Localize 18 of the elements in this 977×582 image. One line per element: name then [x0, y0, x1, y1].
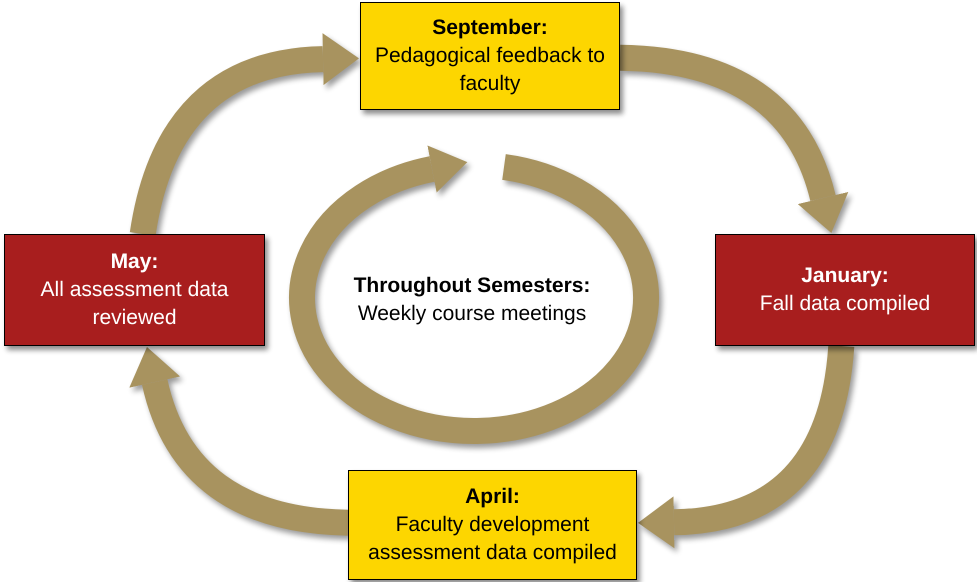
stage-description: Weekly course meetings [356, 301, 588, 327]
stage-heading: January: [800, 263, 890, 289]
curved-arrow [130, 347, 349, 536]
curved-arrow [638, 344, 854, 548]
stage-description: All assessment data reviewed [40, 277, 230, 331]
stage-box [4, 234, 265, 346]
stage-box [348, 470, 637, 580]
stage-box [715, 234, 975, 346]
stage-heading: April: [464, 484, 521, 510]
stage-description: Fall data compiled [758, 291, 932, 317]
stage-description: Faculty development assessment data compiled [367, 512, 618, 566]
stage-heading: Throughout Semesters: [352, 273, 592, 299]
stage-box [360, 2, 620, 110]
stage-heading: September: [431, 15, 549, 41]
stage-description: Pedagogical feedback to faculty [374, 43, 606, 97]
curved-arrow [619, 44, 848, 233]
stage-heading: May: [110, 249, 160, 275]
curved-arrow [130, 33, 359, 236]
